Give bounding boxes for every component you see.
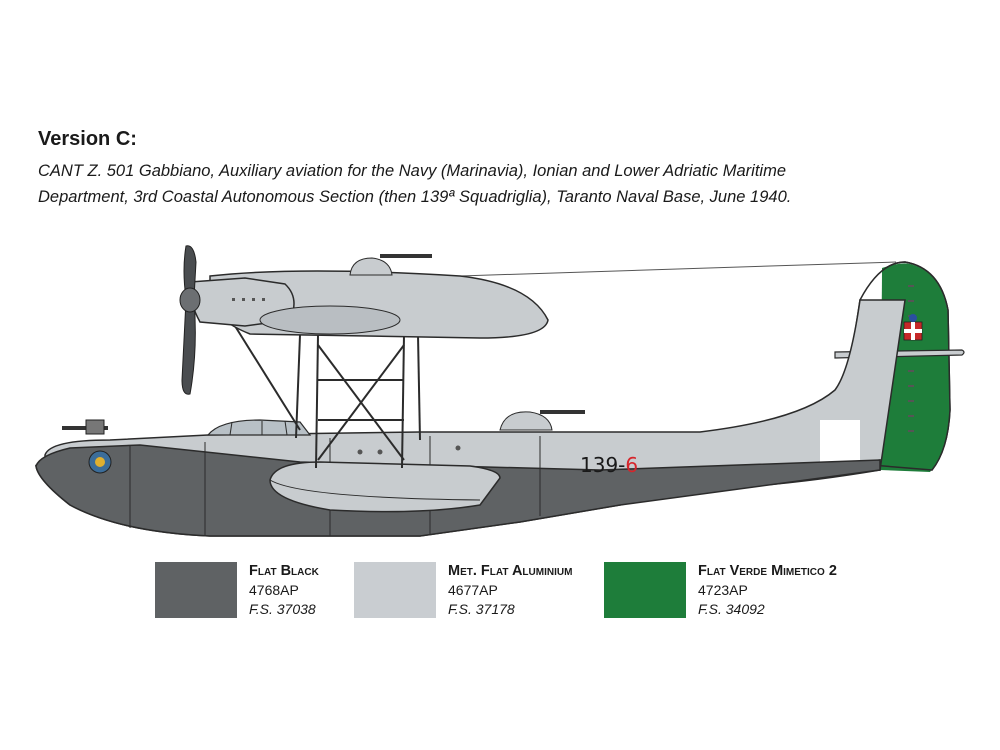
radiator-cowling [259, 305, 401, 335]
swatch-chip [155, 562, 237, 618]
aircraft-code-black: 139- [580, 453, 625, 477]
svg-text:139-6: 139-6 [580, 453, 638, 477]
cockpit-canopy [206, 419, 312, 436]
aerial-wire [459, 261, 897, 277]
dorsal-gun-turret [499, 410, 585, 431]
aircraft-code-red: 6 [625, 453, 638, 477]
nose-gun [62, 419, 108, 435]
swatch-fs: F.S. 37038 [249, 601, 316, 617]
swatch-code: 4723AP [698, 582, 748, 598]
swatch-fs: F.S. 37178 [448, 601, 515, 617]
wing-gun-turret [349, 254, 432, 276]
propeller [179, 245, 201, 395]
swatch-chip [354, 562, 436, 618]
swatch-name: Flat Verde Mimetico 2 [698, 563, 837, 579]
swatch-name: Flat Black [249, 563, 319, 579]
description-line-1: CANT Z. 501 Gabbiano, Auxiliary aviation… [38, 162, 787, 180]
swatch-name: Met. Flat Aluminium [448, 563, 573, 579]
description-line-2: Department, 3rd Coastal Autonomous Secti… [38, 188, 792, 206]
version-description: CANT Z. 501 Gabbiano, Auxiliary aviation… [38, 158, 958, 210]
swatch-code: 4768AP [249, 582, 299, 598]
stabilizing-float [269, 461, 501, 513]
version-title: Version C: [38, 128, 137, 150]
nose-roundel [88, 450, 112, 474]
portholes [357, 445, 461, 455]
swatch-chip [604, 562, 686, 618]
swatch-code: 4677AP [448, 582, 498, 598]
fuselage-white-band [820, 420, 860, 468]
aircraft-profile-illustration: 139-6 [35, 245, 965, 537]
savoy-crest-emblem [903, 314, 923, 341]
wing-struts [229, 317, 421, 469]
swatch-fs: F.S. 34092 [698, 601, 765, 617]
